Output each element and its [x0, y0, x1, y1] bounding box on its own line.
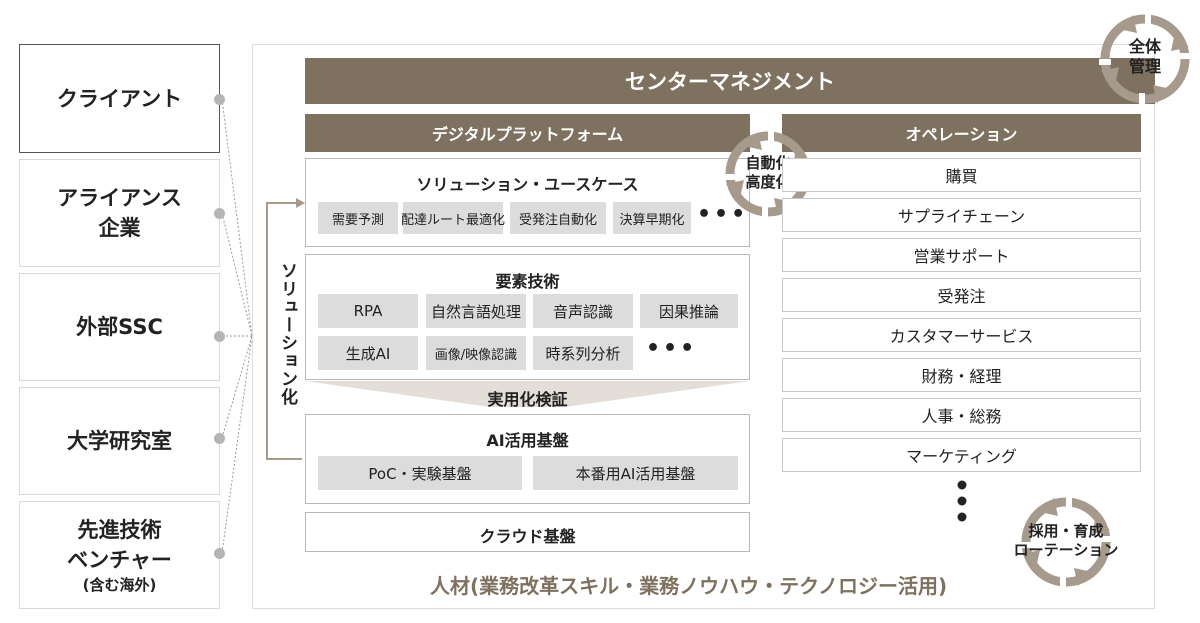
operation-item: カスタマーサービス [782, 318, 1141, 352]
solution-chip: 受発注自動化 [510, 202, 606, 234]
overall-management-label: 全体 管理 [1128, 37, 1161, 76]
connector-dot [214, 208, 225, 219]
connector-dot [214, 433, 225, 444]
digital-platform-label: デジタルプラットフォーム [431, 125, 624, 144]
connector-dot [214, 94, 225, 105]
digital-platform-header: デジタルプラットフォーム [305, 114, 750, 152]
entity-label: アライアンス 企業 [57, 186, 182, 240]
operations-more-icon [957, 480, 967, 522]
verification-label: 実用化検証 [487, 390, 568, 409]
operations-label: オペレーション [905, 125, 1018, 144]
automation-cycle-label: 自動化 高度化 [745, 154, 791, 191]
cloud-base-label: クラウド基盤 [479, 527, 576, 546]
operation-item: マーケティング [782, 438, 1141, 472]
entity-sublabel: (含む海外) [82, 576, 157, 594]
solutions-title: ソリューション・ユースケース [416, 175, 639, 194]
ai-base-chip: 本番用AI活用基盤 [533, 456, 738, 490]
connector-dot [214, 548, 225, 559]
operations-header: オペレーション [782, 114, 1141, 152]
operation-item: サプライチェーン [782, 198, 1141, 232]
element-chip: 時系列分析 [533, 336, 633, 370]
element-chip: 生成AI [318, 336, 418, 370]
recruit-cycle-label: 採用・育成 ローテーション [1013, 522, 1119, 559]
entity-tech-venture: 先進技術 ベンチャー (含む海外) [19, 501, 220, 609]
verification-funnel [305, 381, 750, 407]
overall-management-cycle-icon [1099, 13, 1191, 105]
solutionize-arrow [266, 198, 305, 460]
solution-chip: 配達ルート最適化 [401, 202, 505, 234]
element-chip: 音声認識 [533, 294, 633, 328]
center-management-bar: センターマネジメント [305, 58, 1155, 104]
ai-base-title: AI活用基盤 [486, 431, 569, 450]
entity-alliance: アライアンス 企業 [19, 159, 220, 267]
operation-item: 営業サポート [782, 238, 1141, 272]
connector-dot [214, 331, 225, 342]
entity-label: 大学研究室 [67, 429, 172, 453]
recruit-cycle-icon [1020, 496, 1112, 588]
cloud-base-box: クラウド基盤 [305, 512, 750, 552]
solution-chip: 決算早期化 [613, 202, 691, 234]
elements-title: 要素技術 [495, 272, 560, 291]
entity-label: 先進技術 ベンチャー [67, 518, 172, 572]
elements-more: ••• [646, 336, 698, 361]
element-chip: 自然言語処理 [426, 294, 526, 328]
element-chip: RPA [318, 294, 418, 328]
solutionize-label: ソリューション化 [277, 262, 297, 406]
entity-label: 外部SSC [76, 315, 163, 339]
talent-label: 人材(業務改革スキル・業務ノウハウ・テクノロジー活用) [430, 574, 948, 598]
solution-chip: 需要予測 [318, 202, 398, 234]
operation-item: 人事・総務 [782, 398, 1141, 432]
operation-item: 財務・経理 [782, 358, 1141, 392]
ai-base-chip: PoC・実験基盤 [318, 456, 522, 490]
element-chip: 画像/映像認識 [426, 336, 526, 370]
entity-client: クライアント [19, 44, 220, 153]
entity-label: クライアント [56, 86, 183, 111]
entity-university-lab: 大学研究室 [19, 387, 220, 495]
solutions-more: ••• [697, 202, 749, 227]
center-management-label: センターマネジメント [625, 70, 835, 94]
operation-item: 受発注 [782, 278, 1141, 312]
element-chip: 因果推論 [640, 294, 738, 328]
entity-external-ssc: 外部SSC [19, 273, 220, 381]
operation-item: 購買 [782, 158, 1141, 192]
